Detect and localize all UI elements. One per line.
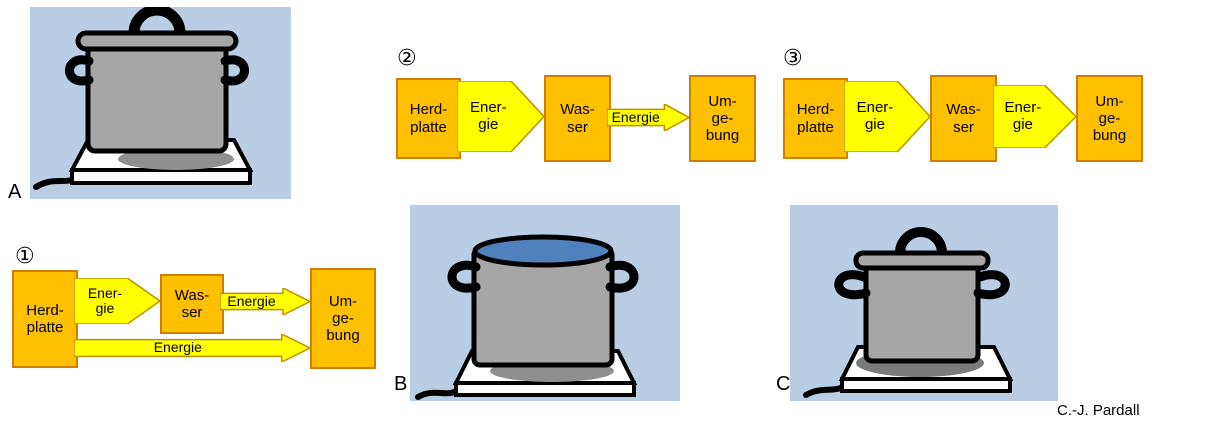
energy-flow-diagram-2: ② Herd- platte Ener- gie Was- ser Energi…: [395, 48, 757, 162]
pot-body-icon: [85, 42, 229, 154]
energy-arrow-herdplatte-to-wasser: Ener- gie: [457, 81, 544, 152]
panel-a-image: [30, 7, 291, 199]
pot-with-lid-on-stove-icon: [33, 7, 254, 190]
open-pot-with-water-on-stove-icon: [415, 234, 639, 400]
left-handle-icon: [834, 270, 871, 300]
pot-body-icon: [863, 262, 981, 364]
herdplatte-box: Herd- platte: [783, 78, 848, 159]
energy-arrow-label: Ener- gie: [856, 99, 894, 133]
energy-arrow-wasser-to-umgebung: Ener- gie: [993, 85, 1076, 148]
wasser-box: Was- ser: [544, 75, 611, 162]
umgebung-box: Um- ge- bung: [689, 75, 756, 162]
thin-arrow-icon: [220, 288, 310, 315]
energy-arrow-label: Energie: [153, 339, 202, 356]
energy-arrow-label: Energie: [611, 108, 660, 125]
water-surface-icon: [472, 234, 614, 268]
wasser-box: Was- ser: [930, 75, 997, 162]
energy-arrow-herdplatte-to-wasser: Ener- gie: [74, 278, 160, 324]
thin-arrow-icon: [74, 334, 310, 362]
energy-arrow-label: Ener- gie: [469, 99, 507, 133]
right-handle-icon: [973, 270, 1010, 300]
power-cord-icon: [415, 386, 463, 400]
energy-arrow-wasser-to-umgebung: Energie: [220, 288, 310, 315]
panel-b-label: B: [394, 373, 408, 395]
block-arrow-icon: [993, 85, 1076, 148]
block-arrow-icon: [844, 81, 930, 152]
energy-arrow-label: Ener- gie: [1004, 99, 1042, 133]
energy-flow-diagram-3: ③ Herd- platte Ener- gie Was- ser Ener- …: [780, 48, 1145, 162]
herdplatte-box: Herd- platte: [396, 78, 461, 159]
panel-b-image: [410, 205, 680, 401]
energy-arrow-label: Ener- gie: [87, 284, 123, 316]
stove-plate-front-icon: [70, 168, 252, 185]
pot-lid-icon: [853, 250, 991, 271]
block-arrow-icon: [74, 278, 160, 324]
stove-plate-front-icon: [840, 377, 1012, 393]
right-handle-icon: [605, 260, 639, 293]
left-handle-icon: [447, 260, 481, 293]
thin-arrow-icon: [607, 104, 689, 131]
panel-a-label: A: [8, 181, 22, 203]
lid-handle-icon: [128, 7, 186, 34]
panel-c-label: C: [776, 373, 791, 395]
lid-handle-icon: [895, 227, 947, 254]
right-handle-icon: [220, 55, 249, 86]
wasser-box: Was- ser: [160, 274, 224, 334]
diagram-3-number: ③: [783, 46, 803, 71]
energy-arrow-herdplatte-to-umgebung-direct: Energie: [74, 334, 310, 362]
umgebung-box: Um- ge- bung: [310, 268, 376, 369]
energy-arrow-herdplatte-to-wasser: Ener- gie: [844, 81, 930, 152]
diagram-2-number: ②: [397, 46, 417, 71]
panel-c-image: [790, 205, 1058, 401]
author-attribution: C.-J. Pardall: [1057, 402, 1140, 419]
diagram-1-number: ①: [15, 244, 35, 269]
energy-arrow-label: Energie: [227, 292, 276, 309]
pot-with-lid-on-hotplate-icon: [803, 227, 1014, 398]
herdplatte-box: Herd- platte: [12, 270, 78, 368]
energy-flow-diagram-1: ① Herd- platte Ener- gie Was- ser Energi…: [10, 244, 376, 372]
pot-lid-icon: [75, 30, 239, 52]
left-handle-icon: [65, 55, 94, 86]
stove-plate-front-icon: [454, 381, 636, 397]
block-arrow-icon: [457, 81, 544, 152]
umgebung-box: Um- ge- bung: [1076, 75, 1143, 162]
energy-arrow-wasser-to-umgebung: Energie: [607, 104, 689, 131]
